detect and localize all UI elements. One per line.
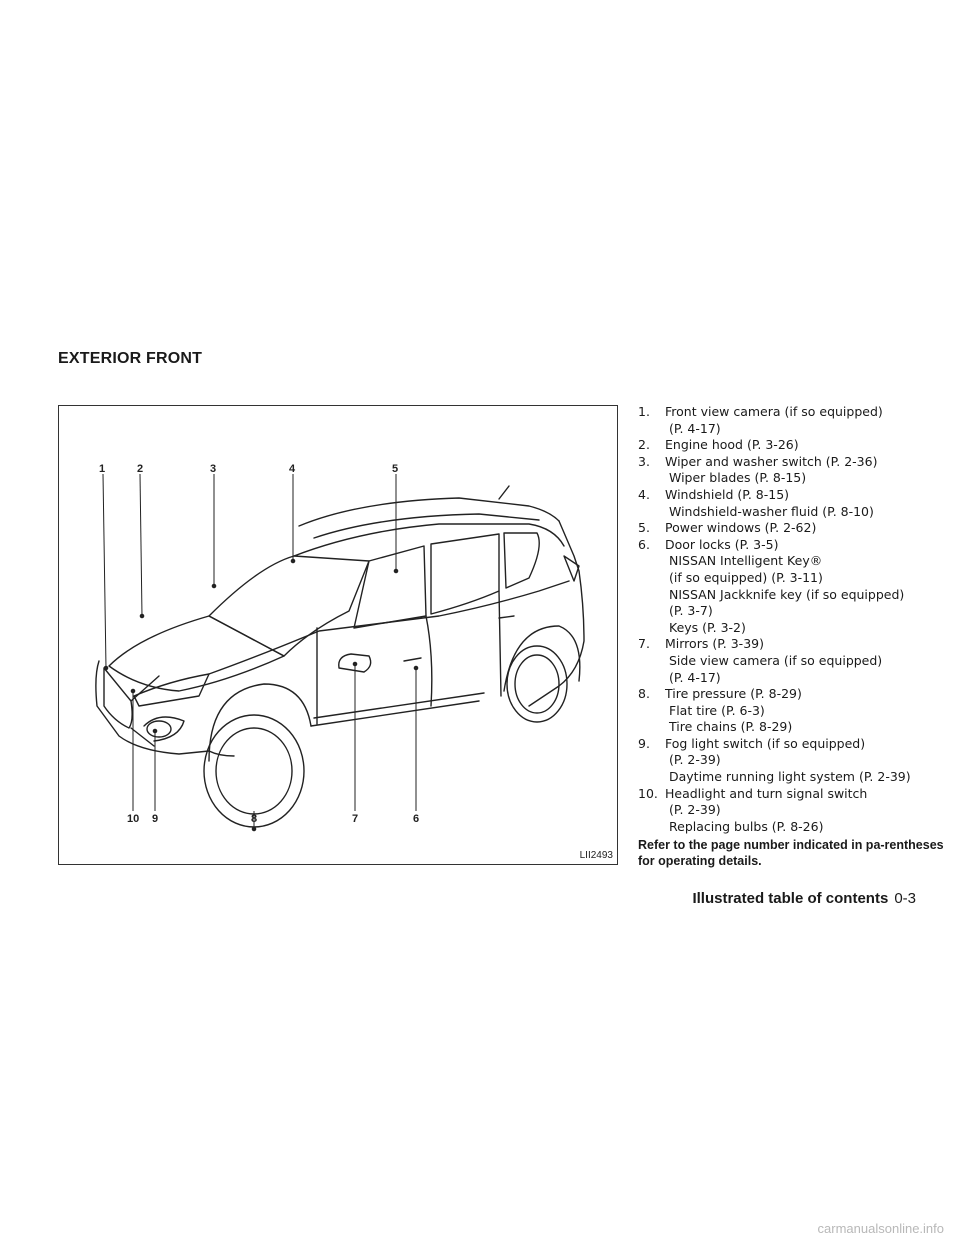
list-item: 9. Fog light switch (if so equipped) (P.… <box>638 736 938 786</box>
item-text: Daytime running light system (P. 2-39) <box>669 769 911 785</box>
item-text: Replacing bulbs (P. 8-26) <box>669 818 824 834</box>
callout-9: 9 <box>152 813 158 825</box>
item-text: Side view camera (if so equipped) <box>669 652 883 668</box>
item-number: 3. <box>638 453 650 469</box>
item-text: NISSAN Intelligent Key® <box>669 553 823 569</box>
list-item: 6. Door locks (P. 3-5) NISSAN Intelligen… <box>638 537 938 637</box>
item-number: 2. <box>638 437 650 453</box>
callout-10: 10 <box>127 813 139 825</box>
list-item: 8. Tire pressure (P. 8-29) Flat tire (P.… <box>638 686 938 736</box>
callout-5: 5 <box>392 463 398 475</box>
list-item: 4. Windshield (P. 8-15) Windshield-washe… <box>638 487 938 520</box>
item-number: 6. <box>638 536 650 552</box>
item-text: Mirrors (P. 3-39) <box>665 636 764 652</box>
item-text: (P. 2-39) <box>669 752 721 768</box>
list-item: 1. Front view camera (if so equipped) (P… <box>638 404 938 437</box>
item-text: Wiper blades (P. 8-15) <box>669 470 807 486</box>
footer-section-name: Illustrated table of contents <box>692 890 889 907</box>
item-text: Flat tire (P. 6-3) <box>669 702 765 718</box>
list-item: 10. Headlight and turn signal switch (P.… <box>638 786 938 836</box>
item-text: Wiper and washer switch (P. 2-36) <box>665 453 878 469</box>
item-text: Keys (P. 3-2) <box>669 619 746 635</box>
figure-code: LII2493 <box>579 850 613 861</box>
list-item: 2. Engine hood (P. 3-26) <box>638 437 938 454</box>
list-item: 5. Power windows (P. 2-62) <box>638 520 938 537</box>
item-number: 4. <box>638 486 650 502</box>
contents-list: 1. Front view camera (if so equipped) (P… <box>638 404 938 835</box>
item-number: 7. <box>638 636 650 652</box>
vehicle-illustration: 1 2 3 4 5 10 9 8 7 6 LII2493 <box>58 405 618 865</box>
page-footer: Illustrated table of contents 0-3 <box>692 890 916 907</box>
list-item: 3. Wiper and washer switch (P. 2-36) Wip… <box>638 454 938 487</box>
operating-details-note: Refer to the page number indicated in pa… <box>638 838 944 868</box>
item-text: Tire chains (P. 8-29) <box>669 719 793 735</box>
item-text: Windshield (P. 8-15) <box>665 486 790 502</box>
item-text: (if so equipped) (P. 3-11) <box>669 569 823 585</box>
item-text: Windshield-washer fluid (P. 8-10) <box>669 503 874 519</box>
item-text: Door locks (P. 3-5) <box>665 536 779 552</box>
item-text: (P. 4-17) <box>669 669 721 685</box>
item-number: 10. <box>638 785 658 801</box>
item-text: (P. 4-17) <box>669 420 721 436</box>
section-title: EXTERIOR FRONT <box>58 350 203 367</box>
item-text: Fog light switch (if so equipped) <box>665 735 866 751</box>
item-text: (P. 3-7) <box>669 603 713 619</box>
item-text: Headlight and turn signal switch <box>665 785 868 801</box>
item-text: Engine hood (P. 3-26) <box>665 437 799 453</box>
list-item: 7. Mirrors (P. 3-39) Side view camera (i… <box>638 636 938 686</box>
callout-4: 4 <box>289 463 296 475</box>
callout-1: 1 <box>99 463 105 475</box>
item-number: 8. <box>638 686 650 702</box>
page-number: 0-3 <box>894 890 916 907</box>
callout-7: 7 <box>352 813 358 825</box>
item-number: 5. <box>638 520 650 536</box>
callout-2: 2 <box>137 463 143 475</box>
site-watermark: carmanualsonline.info <box>817 1221 944 1236</box>
item-text: Power windows (P. 2-62) <box>665 520 817 536</box>
item-text: NISSAN Jackknife key (if so equipped) <box>669 586 905 602</box>
item-text: Tire pressure (P. 8-29) <box>665 686 802 702</box>
item-number: 9. <box>638 735 650 751</box>
callout-6: 6 <box>413 813 419 825</box>
item-text: Front view camera (if so equipped) <box>665 404 883 419</box>
item-text: (P. 2-39) <box>669 802 721 818</box>
item-number: 1. <box>638 404 650 419</box>
callout-3: 3 <box>210 463 216 475</box>
vehicle-drawing: 1 2 3 4 5 10 9 8 7 6 <box>95 463 585 832</box>
callout-8: 8 <box>251 813 257 825</box>
